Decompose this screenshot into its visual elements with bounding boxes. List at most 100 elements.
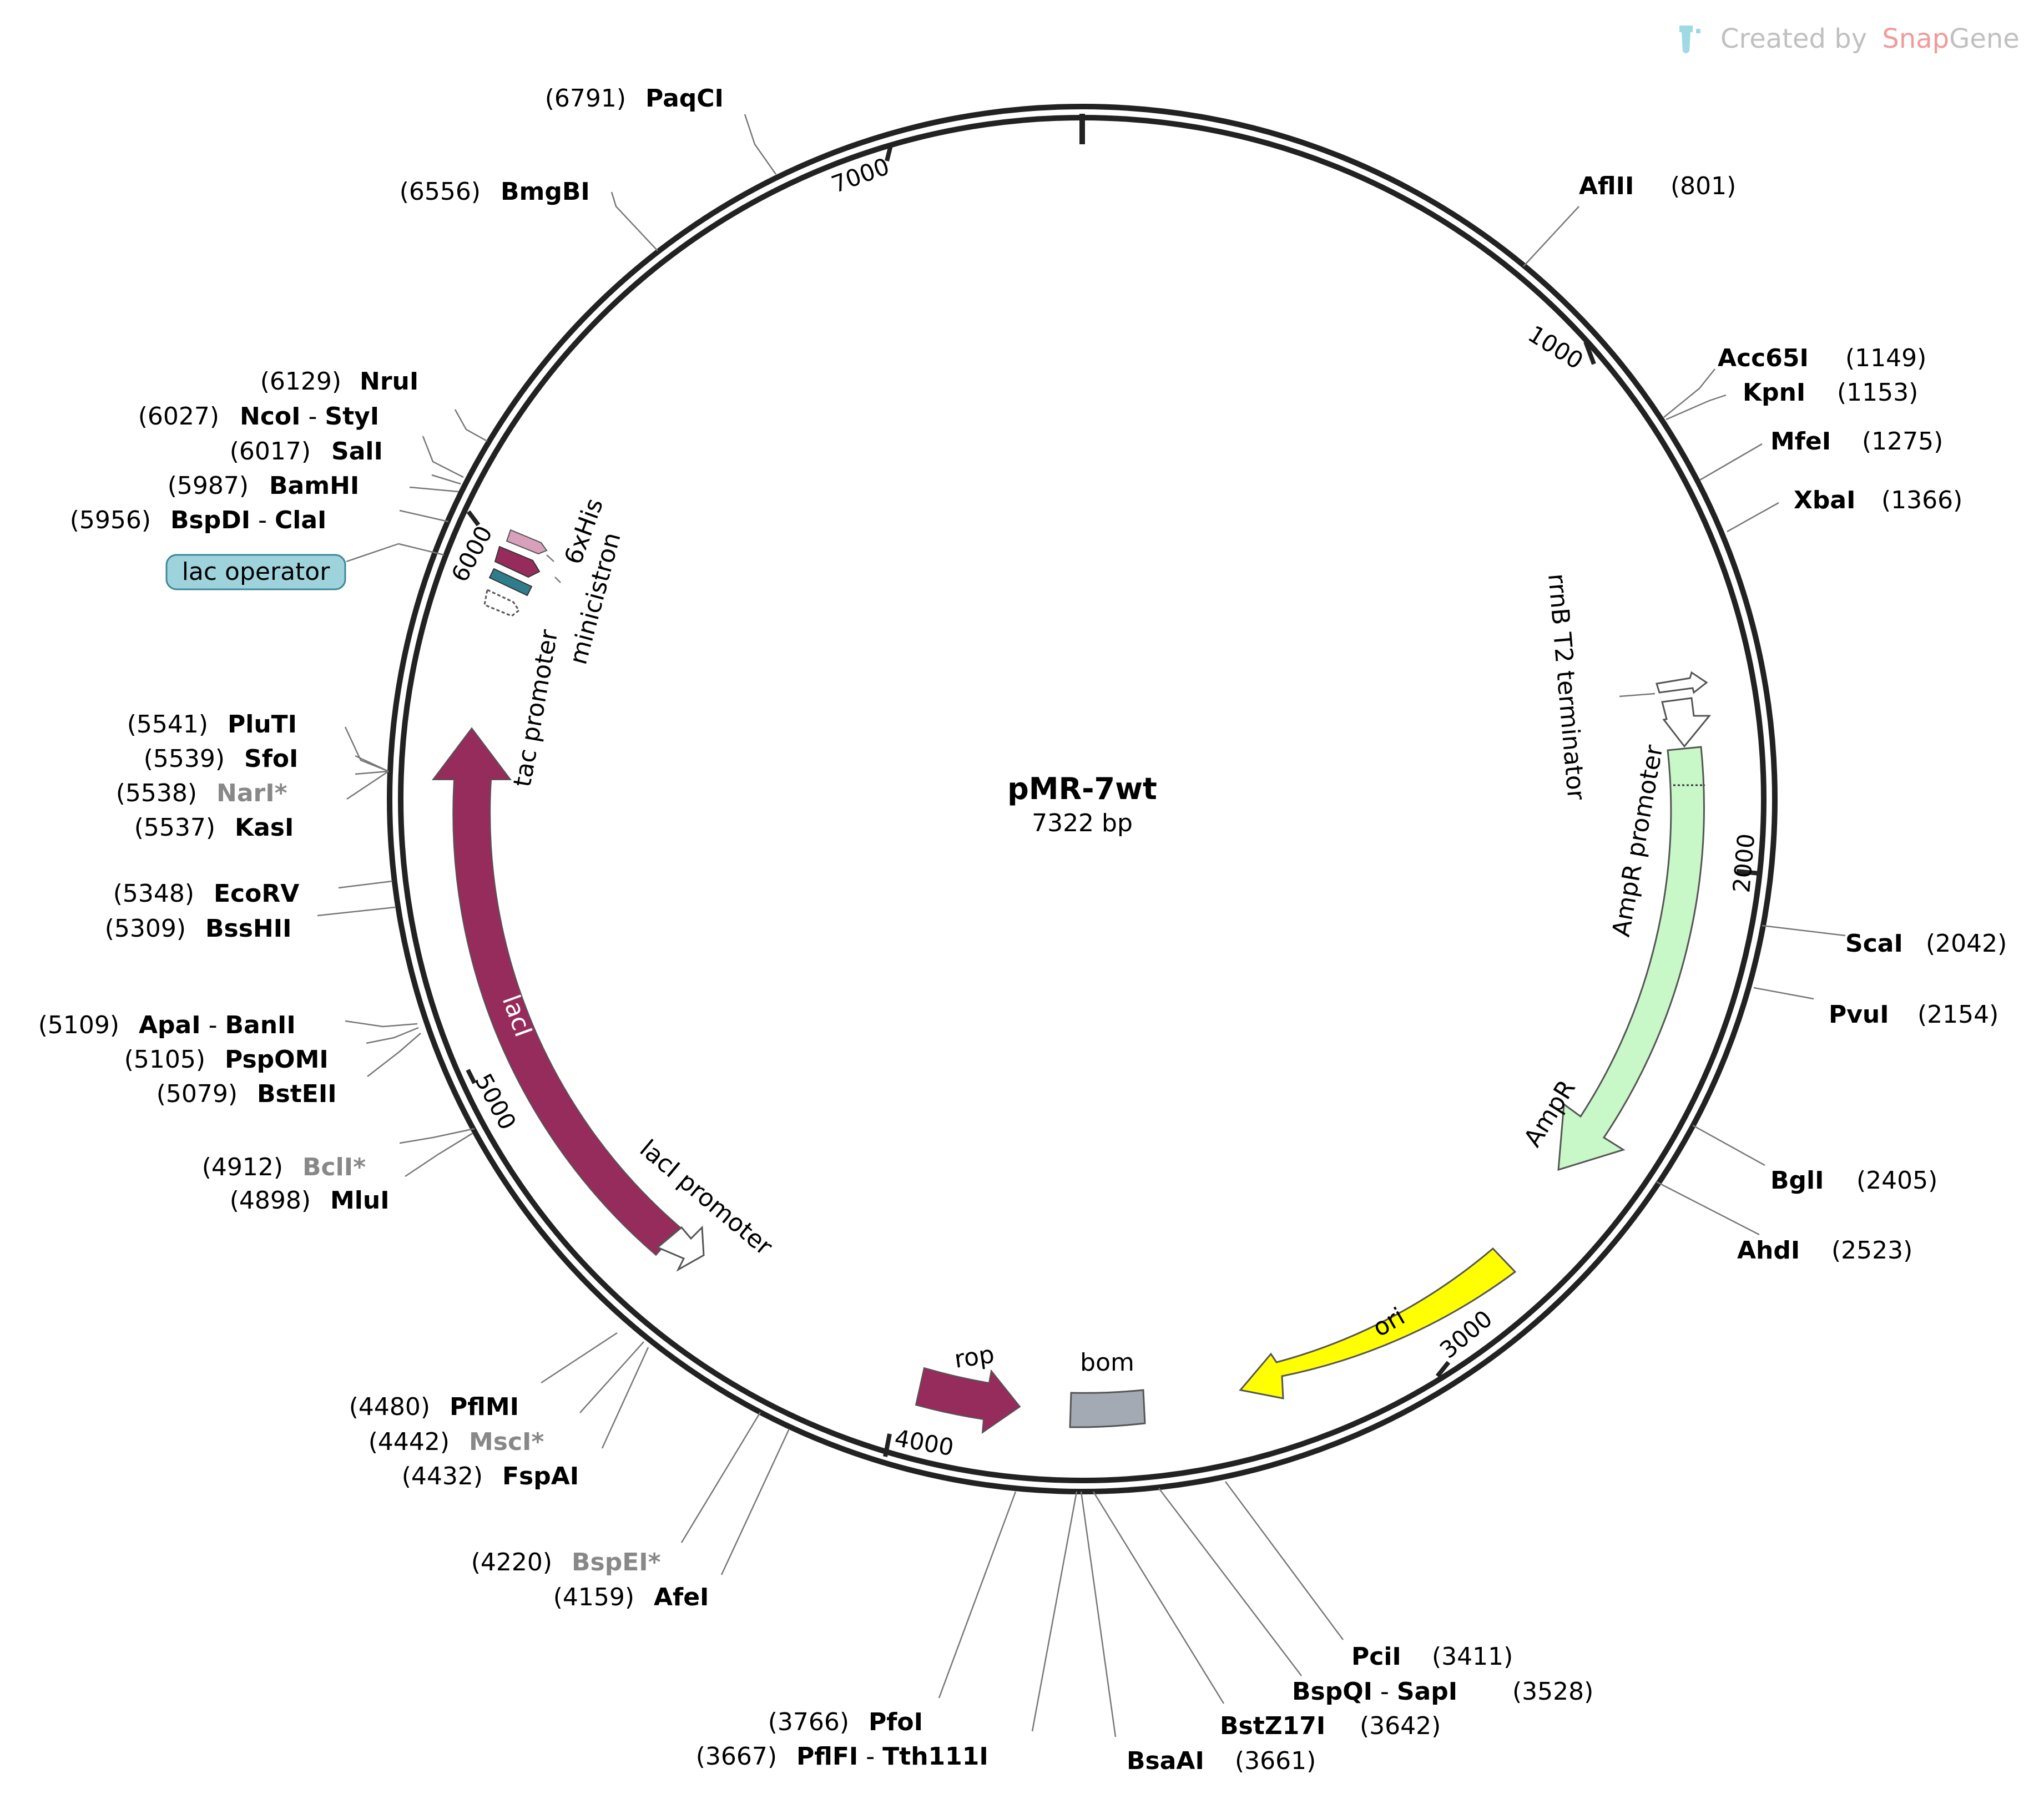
AmpR-arrow <box>1557 746 1705 1171</box>
site-BglI: (2405) <box>1856 1166 1937 1195</box>
lac-operator-label: lac operator <box>182 558 331 586</box>
tick-mark <box>466 510 481 527</box>
site-XbaI-name: XbaI <box>1794 486 1855 514</box>
backbone <box>387 104 1778 1494</box>
tick-mark <box>883 1433 892 1457</box>
ori-arrow <box>1239 1247 1517 1399</box>
site-BstZ17I: (3642) <box>1360 1712 1441 1740</box>
site-BsaAI-name: BsaAI <box>1127 1747 1204 1775</box>
site-MluI-name: MluI <box>330 1186 390 1215</box>
site-BamHI-name: BamHI <box>269 472 359 500</box>
site-NcoI: (6027) <box>138 402 219 431</box>
site-Acc65I: (1149) <box>1845 344 1926 372</box>
6xHis-arrow <box>494 545 541 578</box>
site-AflII: (801) <box>1670 172 1736 200</box>
tick-mark <box>1435 1361 1451 1378</box>
site-AflII-name: AflII <box>1579 172 1634 200</box>
site-NruI-name: NruI <box>360 367 418 396</box>
bom-label: bom <box>1080 1348 1134 1377</box>
site-BclI: (4912) <box>202 1153 283 1181</box>
site-SfoI-name: SfoI <box>244 745 298 773</box>
site-BsaAI: (3661) <box>1235 1747 1316 1775</box>
AmpR-promoter-label: AmpR promoter <box>1607 742 1669 939</box>
plasmid-name: pMR-7wt <box>1007 771 1157 806</box>
site-PvuI: (2154) <box>1917 1000 1998 1029</box>
site-PflMI-name: PflMI <box>450 1393 519 1421</box>
rrnB-terminator-arrow <box>1656 671 1708 694</box>
tick-label: 5000 <box>470 1069 521 1134</box>
site-NruI: (6129) <box>260 367 341 396</box>
tick-mark <box>885 143 894 161</box>
site-XbaI: (1366) <box>1881 486 1962 514</box>
site-AhdI-name: AhdI <box>1737 1236 1800 1265</box>
site-ScaI-name: ScaI <box>1845 929 1903 958</box>
site-BspDI: (5956) <box>70 506 151 534</box>
site-PfoI: (3766) <box>768 1708 849 1736</box>
tick-label: 2000 <box>1728 832 1760 894</box>
site-BssHII-name: BssHII <box>205 914 291 943</box>
site-KasI: (5537) <box>134 813 215 842</box>
site-BspEI: (4220) <box>471 1548 552 1576</box>
site-EcoRV-name: EcoRV <box>214 880 299 908</box>
site-KpnI: (1153) <box>1837 378 1918 407</box>
site-NcoI-name: NcoI - StyI <box>240 402 379 431</box>
site-BspDI-name: BspDI - ClaI <box>170 506 326 534</box>
site-MluI: (4898) <box>230 1186 311 1215</box>
site-MfeI: (1275) <box>1862 427 1943 456</box>
site-KasI-name: KasI <box>235 813 294 842</box>
brand-gene: Gene <box>1949 23 2020 54</box>
site-PflFI: (3667) <box>696 1742 777 1771</box>
rop-label: rop <box>952 1340 996 1374</box>
tick-mark <box>1736 869 1760 876</box>
tac-promoter-arrow <box>483 588 521 617</box>
site-ScaI: (2042) <box>1926 929 2007 958</box>
tac-promoter-label: tac promoter <box>508 627 564 789</box>
site-MscI: (4442) <box>369 1428 450 1456</box>
site-BspEI-name: BspEI* <box>572 1548 661 1576</box>
rrnB-label: rrnB T2 terminator <box>1542 573 1591 802</box>
site-BmgBI-name: BmgBI <box>501 178 590 206</box>
site-SalI: (6017) <box>230 437 311 466</box>
site-EcoRV: (5348) <box>113 880 194 908</box>
site-PvuI-name: PvuI <box>1829 1000 1889 1029</box>
site-labels: (6791) PaqCI (6556) BmgBI AflII (801) Ac… <box>38 84 2007 1775</box>
site-PciI: (3411) <box>1432 1643 1513 1671</box>
site-PaqCI: (6791) <box>545 84 626 113</box>
features: lacI lacI promoter tac promoter minicist… <box>165 494 1712 1434</box>
site-BspQI: (3528) <box>1512 1677 1593 1706</box>
plasmid-length: 7322 bp <box>1032 809 1133 837</box>
lacI-promoter-arrow <box>656 1225 705 1272</box>
tick-label: 7000 <box>828 153 893 199</box>
bom-box <box>1069 1389 1146 1428</box>
site-BmgBI: (6556) <box>400 178 481 206</box>
site-PluTI: (5541) <box>127 710 208 739</box>
site-BspQI-name: BspQI - SapI <box>1292 1677 1457 1706</box>
site-PciI-name: PciI <box>1351 1643 1401 1671</box>
site-NarI-name: NarI* <box>216 779 287 807</box>
tick-mark <box>1583 341 1596 365</box>
site-PfoI-name: PfoI <box>869 1708 923 1736</box>
tube-icon <box>1679 26 1700 53</box>
site-BssHII: (5309) <box>105 914 186 943</box>
lac-operator-box <box>488 568 533 597</box>
site-SfoI: (5539) <box>144 745 225 773</box>
rop-arrow <box>915 1367 1021 1434</box>
brand-prefix: Created by <box>1720 23 1867 54</box>
site-NarI: (5538) <box>116 779 197 807</box>
site-AfeI-name: AfeI <box>654 1583 709 1611</box>
site-PspOMI: (5105) <box>124 1045 205 1074</box>
site-BclI-name: BclI* <box>302 1153 366 1181</box>
tick-mark <box>466 1069 477 1084</box>
lac-operator-badge: lac operator <box>165 543 445 590</box>
svg-text:Created by SnapGene: Created by SnapGene <box>1720 23 2020 54</box>
site-PflFI-name: PflFI - Tth111I <box>796 1742 988 1771</box>
minicistron-arrow <box>506 529 548 555</box>
site-FspAI: (4432) <box>402 1462 483 1490</box>
site-BstEII: (5079) <box>157 1080 238 1108</box>
site-PflMI: (4480) <box>349 1393 430 1421</box>
site-BamHI: (5987) <box>168 472 249 500</box>
site-PspOMI-name: PspOMI <box>225 1045 329 1074</box>
AmpR-promoter-arrow <box>1661 697 1712 748</box>
site-ApaI-name: ApaI - BanII <box>139 1011 296 1039</box>
